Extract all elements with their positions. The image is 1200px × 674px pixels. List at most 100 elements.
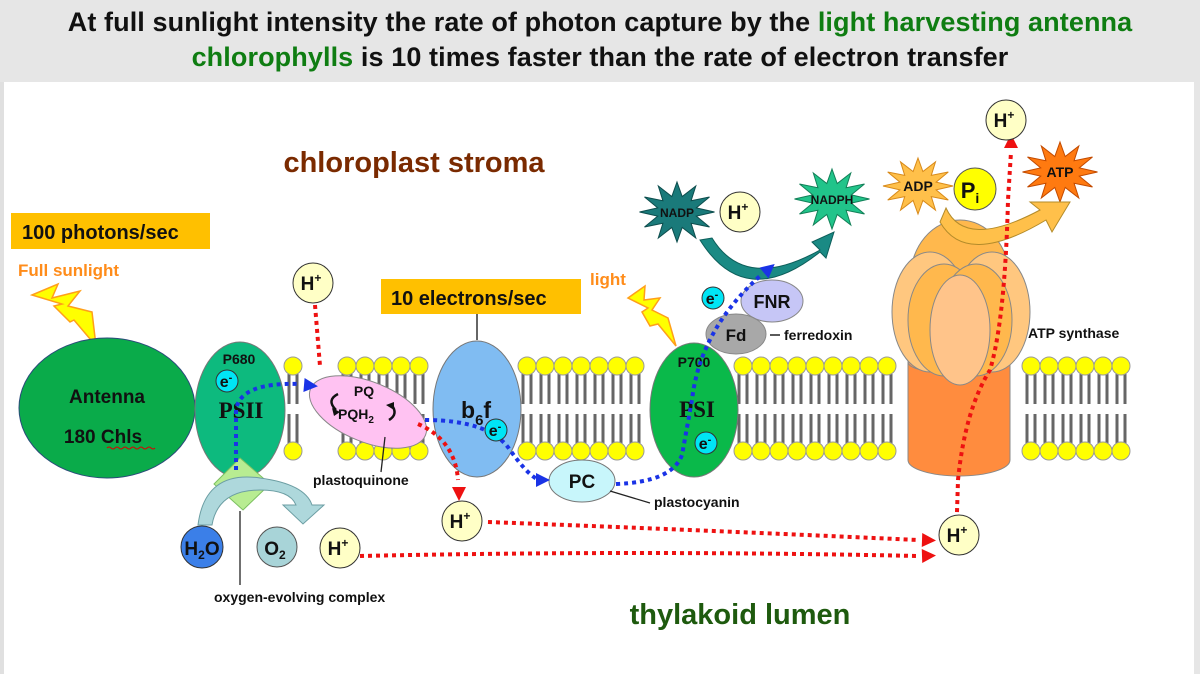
oec-label: oxygen-evolving complex [214,589,385,605]
lipid-head [337,356,357,376]
title-text-2b: is 10 times faster than the rate of elec… [353,42,1009,72]
lipid-head [1111,441,1131,461]
proton: H+ [938,514,980,556]
electron: e- [694,431,718,455]
plastocyanin-label: plastocyanin [654,494,740,510]
pqh2-label: PQH2 [338,406,374,426]
svg-text:H+: H+ [301,271,322,295]
pq-label: PQ [354,383,374,399]
lipid-head [805,441,825,461]
nadp-reduction-arrow [699,231,835,280]
lipid-head [391,356,411,376]
electron-rate-text: 10 electrons/sec [391,288,547,310]
antenna-complex: Antenna 180 Chls [18,337,196,479]
arrowhead-icon [303,378,318,392]
electron: e- [484,418,508,442]
lipid-head [607,441,627,461]
photon-rate-box: 100 photons/sec [11,213,210,249]
lipid-head [841,356,861,376]
svg-text:H+: H+ [947,523,968,547]
plastoquinone-label: plastoquinone [313,472,409,488]
electron: e- [215,369,239,393]
lipid-head [283,356,303,376]
electron-path-psii-pq [234,381,301,470]
svg-text:e-: e- [699,434,712,453]
lipid-head [625,356,645,376]
nadph-star: NADPH [794,167,870,231]
lipid-head [1039,356,1059,376]
title-text-1a: At full sunlight intensity the rate of p… [67,7,818,37]
arrowhead-icon [921,533,936,547]
lipid-head [733,356,753,376]
lipid-head [517,356,537,376]
lipid-head [877,356,897,376]
lipid-head [337,441,357,461]
fd-label: Fd [726,326,747,345]
lipid-head [553,356,573,376]
atp-star-label: ATP [1047,164,1074,180]
nadph-star-label: NADPH [811,193,854,207]
title-bar: At full sunlight intensity the rate of p… [0,0,1200,82]
proton: H+ [319,527,361,569]
lipid-head [589,441,609,461]
lipid-head [859,356,879,376]
proton: H+ [985,99,1027,141]
p700-label: P700 [678,354,711,370]
lipid-head [823,441,843,461]
pc-label: PC [569,472,596,493]
svg-text:H+: H+ [450,509,471,533]
arrowhead-icon [536,473,550,487]
svg-text:H+: H+ [728,200,749,224]
lipid-head [1111,356,1131,376]
plastoquinone-leader [380,436,386,473]
light-label: light [590,270,626,289]
lipid-head [751,356,771,376]
lipid-head [553,441,573,461]
lipid-head [859,441,879,461]
arrowhead-icon [759,264,775,279]
lipid-head [1093,356,1113,376]
atp-synthase [891,219,1031,477]
lipid-head [283,441,303,461]
lipid-head [1075,356,1095,376]
p680-label: P680 [223,351,256,367]
b6f-label: b6f [461,397,491,429]
lipid-head [1021,356,1041,376]
lipid-head [787,356,807,376]
title-line-2: chlorophylls is 10 times faster than the… [0,42,1200,73]
water-oxidation-arrow [197,476,326,526]
lipid-head [517,441,537,461]
lipid-head [877,441,897,461]
electron-path-pc-fnr [615,274,762,486]
lipid-head [571,356,591,376]
right-border [1194,82,1200,674]
psi-complex: P700 PSI [649,342,739,478]
svg-text:e-: e- [706,289,719,308]
proton: H+ [292,262,334,304]
lipid-head [841,441,861,461]
svg-text:e-: e- [489,421,502,440]
lipid-head [409,356,429,376]
plastocyanin: PC [548,459,616,503]
lipid-head [589,356,609,376]
arrowhead-icon [452,487,466,501]
lipid-head [733,441,753,461]
lightning-bolt-icon [626,284,677,347]
lipid-head [535,356,555,376]
title-text-1b: light harvesting antenna [817,7,1133,37]
adp-star: ADP [882,156,954,216]
lipid-head [751,441,771,461]
lipid-head [571,441,591,461]
lipid-head [769,441,789,461]
psi-label: PSI [679,397,715,422]
water-molecule: H2O [180,525,224,569]
lightning-bolt-icon [29,282,98,349]
lipid-head [355,356,375,376]
lumen-label: thylakoid lumen [630,599,851,631]
lipid-head [769,356,789,376]
transfer-arrows [234,134,1018,563]
cytochrome-b6f: b6f [432,340,522,478]
arrowhead-icon [1004,134,1018,148]
antenna-count: 180 Chls [64,427,142,448]
fnr: FNR [740,279,804,323]
